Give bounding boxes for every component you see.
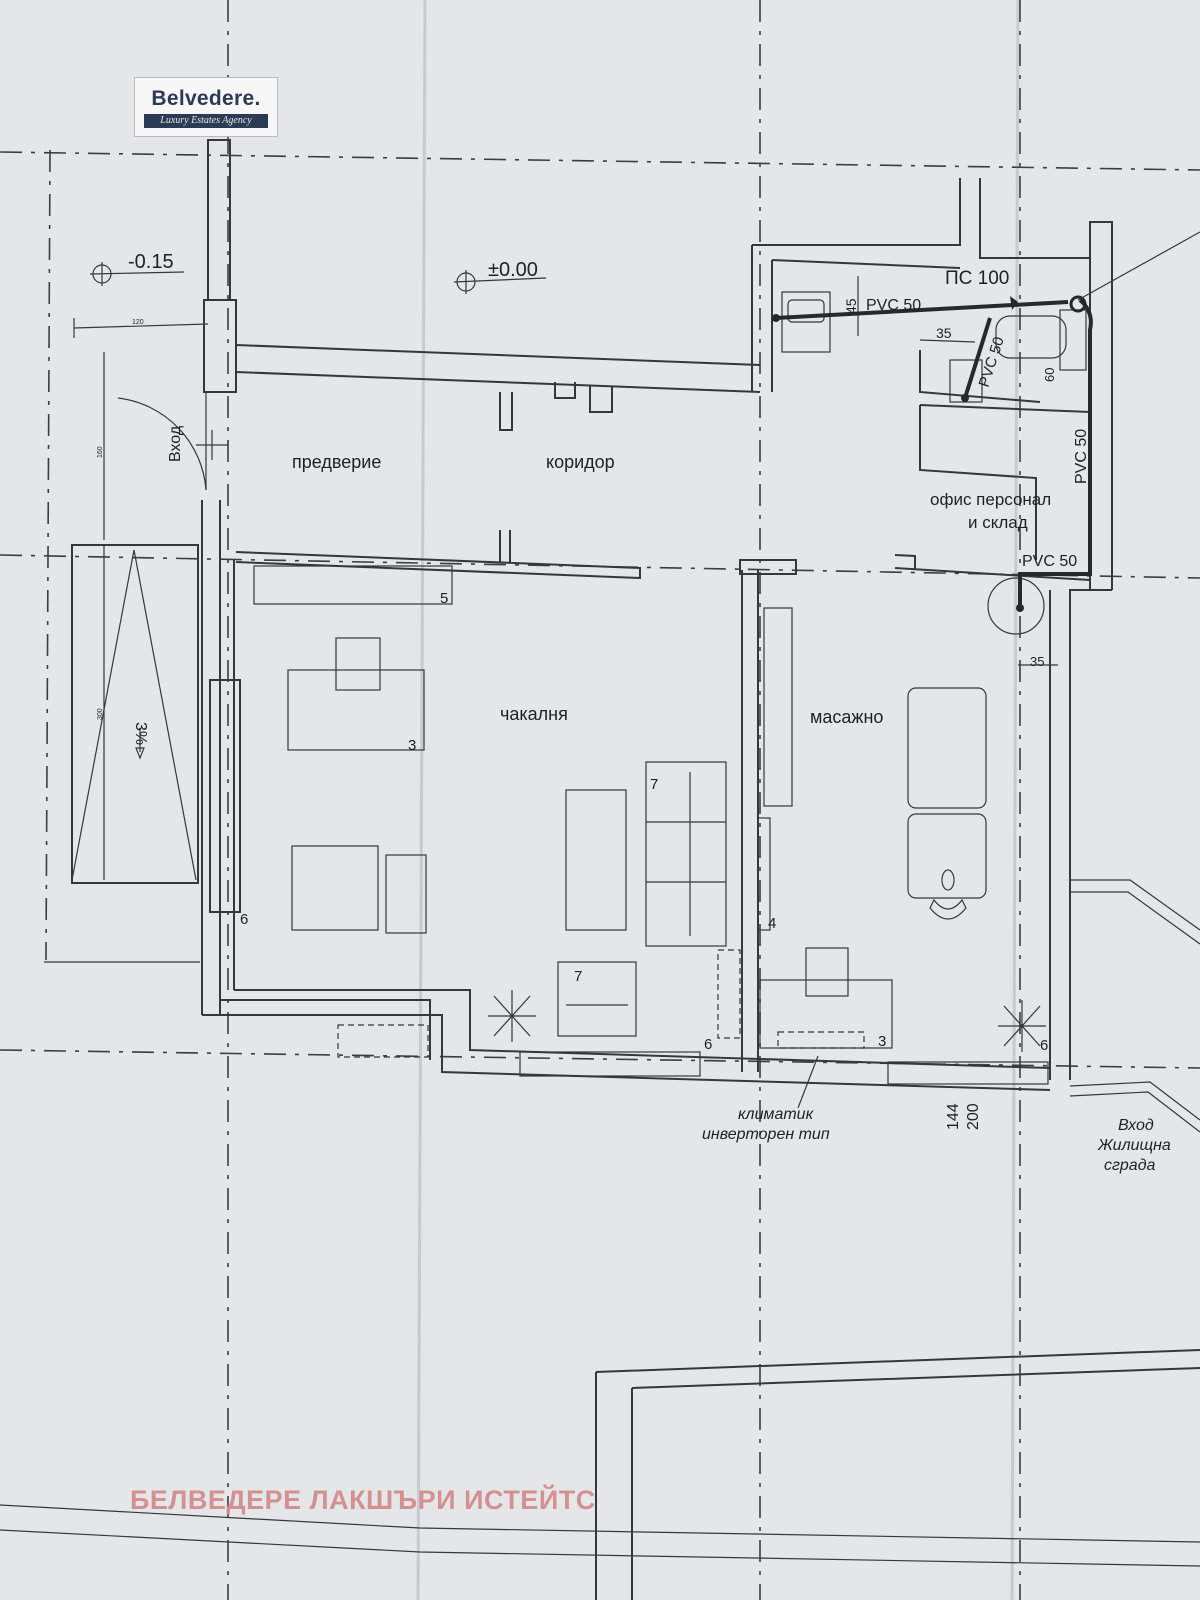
plumbing-label-sewer: ПС 100 — [945, 268, 1009, 289]
dimension-35-staff: 35 — [936, 325, 952, 341]
dimension-144: 144 — [945, 1103, 962, 1130]
ac-note-line1: климатик — [738, 1106, 815, 1123]
item-number: 6 — [1040, 1037, 1048, 1054]
level-marker-outside — [89, 262, 185, 286]
dimension-45: 45 — [843, 298, 859, 314]
plumbing-label-pipe-c: PVC 50 — [1073, 429, 1090, 484]
item-number: 3 — [878, 1033, 886, 1050]
logo-tagline: Luxury Estates Agency — [144, 113, 268, 128]
agency-watermark: БЕЛВЕДЕРЕ ЛАКШЪРИ ИСТЕЙТС — [130, 1485, 596, 1515]
fold-line — [1010, 0, 1020, 1600]
dimension-60: 60 — [1042, 368, 1057, 382]
axis-cross-mark — [196, 430, 228, 460]
item-number: 3 — [408, 737, 416, 754]
item-number: 4 — [768, 915, 776, 932]
dimension-300: 300 — [97, 708, 104, 720]
dimension-200: 200 — [965, 1103, 982, 1130]
building-entry-line3: сграда — [1104, 1157, 1156, 1174]
dimension-35-massage: 35 — [1030, 654, 1044, 669]
item-number: 7 — [650, 776, 658, 793]
dimension-120: 120 — [132, 319, 144, 326]
level-marker-inside — [453, 270, 547, 294]
level-label-inside: ±0.00 — [488, 259, 538, 281]
fold-line — [416, 0, 427, 1600]
room-label-entry: Вход — [167, 425, 184, 462]
plumbing-lines — [772, 231, 1200, 608]
entry-door-swing — [117, 397, 207, 491]
stair-outline — [1069, 1081, 1200, 1133]
lower-boundary — [0, 1504, 1200, 1567]
logo-wordmark: Belvedere. — [151, 86, 261, 110]
item-number: 7 — [574, 968, 582, 985]
room-label-waiting-room: чакалня — [500, 704, 568, 724]
stair-outline — [1070, 879, 1200, 945]
item-number: 5 — [440, 590, 448, 607]
building-entry-line1: Вход — [1118, 1117, 1154, 1134]
dimension-160: 160 — [97, 446, 104, 458]
item-number: 6 — [240, 911, 248, 928]
outer-walls — [201, 139, 1113, 1091]
lower-wall — [595, 1372, 633, 1600]
waiting-room-furniture — [253, 565, 741, 1058]
level-label-outside: -0.15 — [128, 251, 174, 273]
item-number: 6 — [704, 1036, 712, 1053]
ramp-slope-label: 3% — [132, 722, 149, 745]
ac-note-line2: инверторен тип — [702, 1126, 830, 1143]
building-entry-line2: Жилищна — [1097, 1137, 1171, 1154]
room-label-corridor: коридор — [546, 452, 615, 472]
plumbing-label-pipe-a: PVC 50 — [866, 297, 921, 314]
plumbing-label-pipe-d: PVC 50 — [1022, 553, 1077, 570]
ramp — [71, 544, 199, 884]
room-label-staff-office-line2: и склад — [968, 513, 1028, 532]
belvedere-logo: Belvedere. Luxury Estates Agency — [134, 77, 278, 137]
ac-unit-markers — [488, 990, 1046, 1109]
lower-wall — [595, 1349, 1200, 1389]
room-label-staff-office-line1: офис персонал — [930, 490, 1051, 509]
room-label-massage-room: масажно — [810, 707, 883, 727]
massage-room-furniture — [757, 577, 1045, 1049]
room-label-vestibule: предверие — [292, 452, 381, 472]
